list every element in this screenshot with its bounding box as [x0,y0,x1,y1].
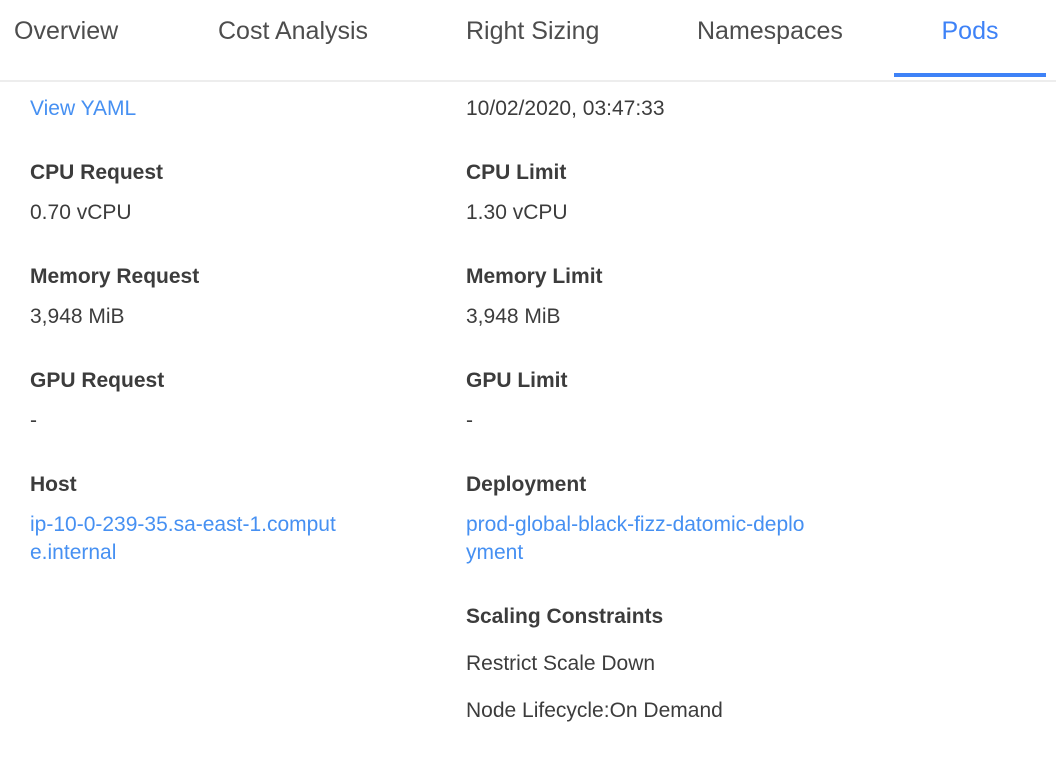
view-yaml-cell: View YAML [30,82,466,123]
field-gpu-request: GPU Request - [30,331,466,435]
scaling-constraint-item: Node Lifecycle:On Demand [466,699,723,722]
memory-limit-label: Memory Limit [466,265,603,288]
gpu-request-value: - [30,409,37,432]
tab-pods[interactable]: Pods [941,17,999,45]
memory-limit-value: 3,948 MiB [466,305,561,328]
field-deployment: Deployment prod-global-black-fizz-datomi… [466,435,1056,567]
host-label: Host [30,473,77,496]
cpu-limit-value: 1.30 vCPU [466,201,568,224]
memory-request-label: Memory Request [30,265,200,288]
view-yaml-link[interactable]: View YAML [30,97,137,120]
field-memory-request: Memory Request 3,948 MiB [30,227,466,331]
deployment-label: Deployment [466,473,587,496]
cpu-request-label: CPU Request [30,161,164,184]
empty-cell [30,567,466,725]
field-scaling-constraints: Scaling Constraints Restrict Scale Down … [466,567,1056,725]
scaling-constraints-label: Scaling Constraints [466,605,664,628]
tab-overview[interactable]: Overview [14,17,119,45]
field-host: Host ip-10-0-239-35.sa-east-1.compute.in… [30,435,466,567]
timestamp-cell: 10/02/2020, 03:47:33 [466,82,1056,123]
scaling-constraint-item: Restrict Scale Down [466,652,656,675]
field-memory-limit: Memory Limit 3,948 MiB [466,227,1056,331]
tab-right-sizing[interactable]: Right Sizing [466,17,600,45]
pod-timestamp: 10/02/2020, 03:47:33 [466,97,665,120]
field-cpu-limit: CPU Limit 1.30 vCPU [466,123,1056,227]
host-link[interactable]: ip-10-0-239-35.sa-east-1.compute.interna… [30,513,336,564]
cpu-limit-label: CPU Limit [466,161,567,184]
tab-namespaces[interactable]: Namespaces [697,17,843,45]
active-tab-indicator [894,73,1046,77]
pod-details-panel: View YAML 10/02/2020, 03:47:33 CPU Reque… [0,82,1056,725]
tab-cost-analysis[interactable]: Cost Analysis [218,17,369,45]
gpu-request-label: GPU Request [30,369,165,392]
tab-bar: Overview Cost Analysis Right Sizing Name… [0,0,1056,82]
cpu-request-value: 0.70 vCPU [30,201,132,224]
field-gpu-limit: GPU Limit - [466,331,1056,435]
deployment-link[interactable]: prod-global-black-fizz-datomic-deploymen… [466,513,805,564]
gpu-limit-value: - [466,409,473,432]
field-cpu-request: CPU Request 0.70 vCPU [30,123,466,227]
gpu-limit-label: GPU Limit [466,369,568,392]
memory-request-value: 3,948 MiB [30,305,125,328]
